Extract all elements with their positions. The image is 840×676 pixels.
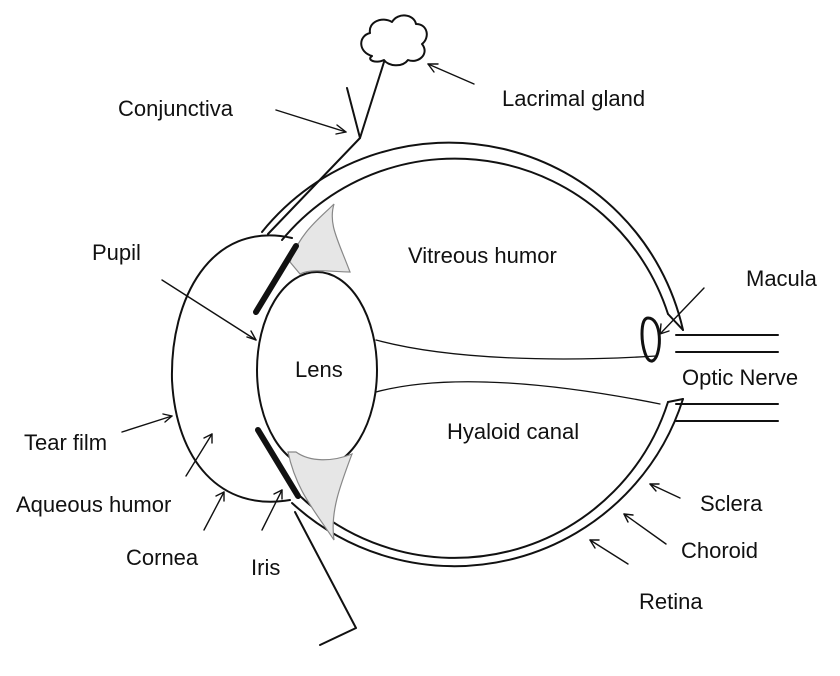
iris-upper: [253, 243, 299, 315]
label-pupil: Pupil: [92, 240, 141, 265]
conjunctiva-line-lower: [294, 511, 357, 646]
label-retina: Retina: [639, 589, 703, 614]
label-sclera: Sclera: [700, 491, 763, 516]
label-aqueous-humor: Aqueous humor: [16, 492, 172, 517]
conjunctiva-line-upper: [267, 87, 361, 235]
retina-arc: [281, 157, 669, 559]
label-optic-nerve: Optic Nerve: [682, 365, 799, 390]
ciliary-tissue-upper: [289, 203, 351, 275]
label-lacrimal-gland: Lacrimal gland: [502, 86, 646, 111]
ciliary-tissue-lower: [287, 451, 354, 541]
label-macula: Macula: [746, 266, 817, 291]
label-tear-film: Tear film: [24, 430, 108, 455]
lacrimal-gland-shape: [360, 14, 428, 67]
label-choroid: Choroid: [681, 538, 759, 563]
label-lens: Lens: [295, 357, 343, 382]
macula-shape: [640, 316, 661, 363]
sclera-arc: [261, 141, 684, 568]
label-hyaloid-canal: Hyaloid canal: [447, 419, 580, 444]
hyaloid-canal-upper: [375, 339, 657, 360]
label-cornea: Cornea: [126, 545, 199, 570]
lacrimal-duct: [359, 61, 385, 139]
iris-lower: [255, 427, 301, 499]
hyaloid-canal-lower: [375, 381, 661, 405]
label-conjunctiva: Conjunctiva: [118, 96, 233, 121]
label-vitreous-humor: Vitreous humor: [408, 243, 557, 268]
label-iris: Iris: [251, 555, 281, 580]
cornea-shape: [170, 234, 293, 503]
